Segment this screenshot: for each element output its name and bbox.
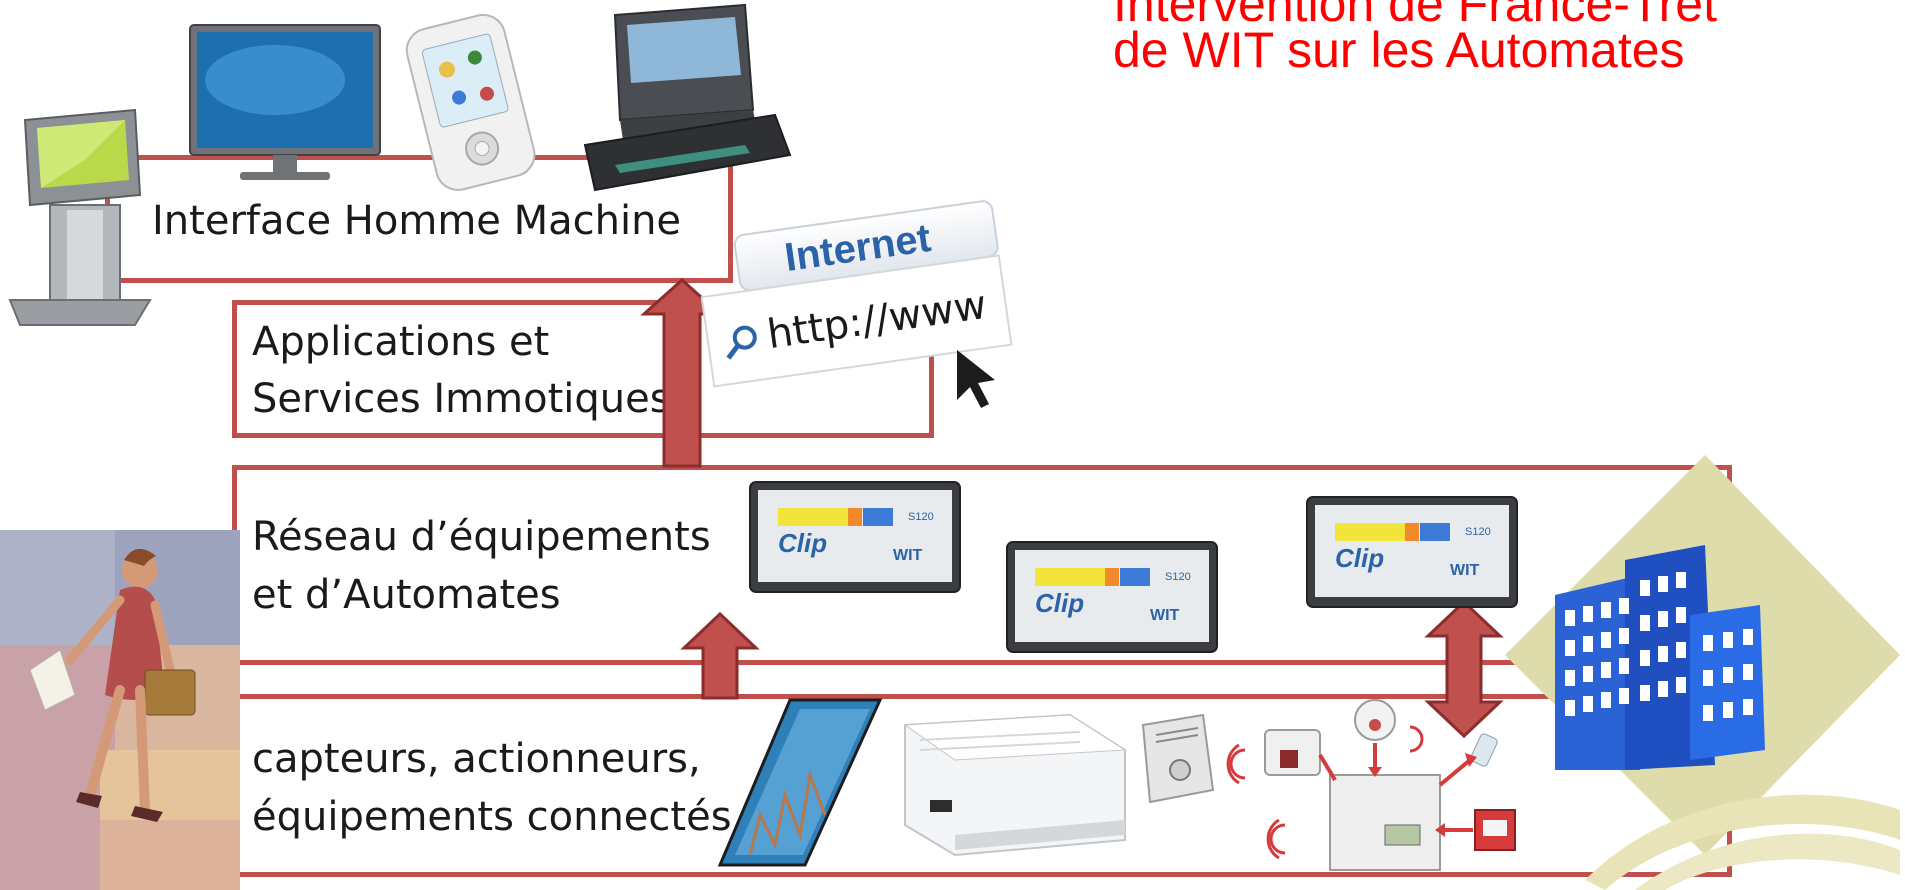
walking-woman-illustration xyxy=(0,530,240,890)
controller-model: S120 xyxy=(908,511,934,523)
kiosk-terminal-icon xyxy=(8,108,152,326)
layer-apps-label-line1: Applications et xyxy=(252,319,550,365)
controller-model: S120 xyxy=(1165,571,1191,583)
internet-browser-icon: Internet http://www xyxy=(700,200,1013,408)
controller-brand: Clip xyxy=(1335,543,1384,573)
controller-model: S120 xyxy=(1465,526,1491,538)
alarm-system-icon xyxy=(1226,699,1516,871)
clip-controller-icon: Clip WIT S120 xyxy=(1306,496,1518,608)
layer-network-label-line2: et d’Automates xyxy=(252,572,561,618)
controller-brand: Clip xyxy=(1035,588,1084,618)
desktop-terminal-icon xyxy=(583,3,792,192)
title-line-2: de WIT sur les Automates xyxy=(1113,22,1685,78)
mobile-device-icon xyxy=(405,13,536,191)
controller-maker: WIT xyxy=(1450,562,1480,579)
thermostat-icon xyxy=(1141,713,1215,804)
controller-maker: WIT xyxy=(893,547,923,564)
layer-apps-label-line2: Services Immotiques xyxy=(252,376,671,422)
layer-hmi-label: Interface Homme Machine xyxy=(152,198,682,244)
clip-controller-icon: Clip WIT S120 xyxy=(1006,541,1218,653)
up-arrow-icon xyxy=(680,611,760,700)
layer-network-label-line1: Réseau d’équipements xyxy=(252,514,711,560)
controller-brand: Clip xyxy=(778,528,827,558)
building-icon xyxy=(1505,455,1900,890)
double-arrow-icon xyxy=(1424,599,1504,739)
controller-maker: WIT xyxy=(1150,607,1180,624)
flat-screen-monitor-icon xyxy=(189,24,381,180)
solar-panel-icon xyxy=(717,698,883,867)
layer-devices-label-line2: équipements connectés xyxy=(252,794,732,840)
air-conditioner-icon xyxy=(903,713,1127,857)
title-line-1: Intervention de France-Tret xyxy=(1113,0,1717,32)
clip-controller-icon: Clip WIT S120 xyxy=(749,481,961,593)
layer-devices-label-line1: capteurs, actionneurs, xyxy=(252,736,701,782)
